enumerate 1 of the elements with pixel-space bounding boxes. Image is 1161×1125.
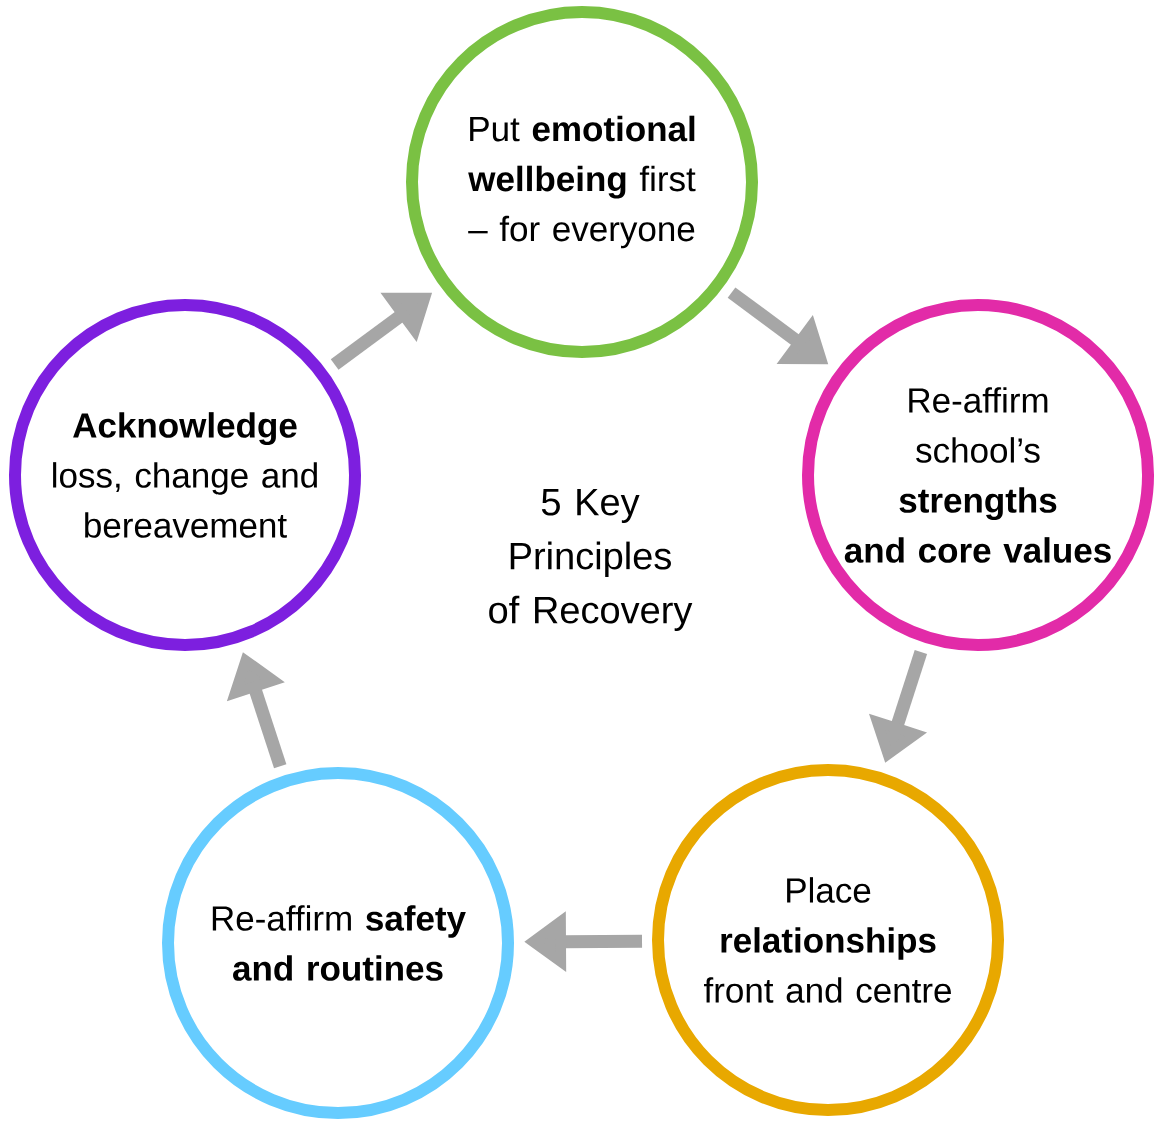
center-title: 5 Key Principles of Recovery (489, 489, 693, 632)
